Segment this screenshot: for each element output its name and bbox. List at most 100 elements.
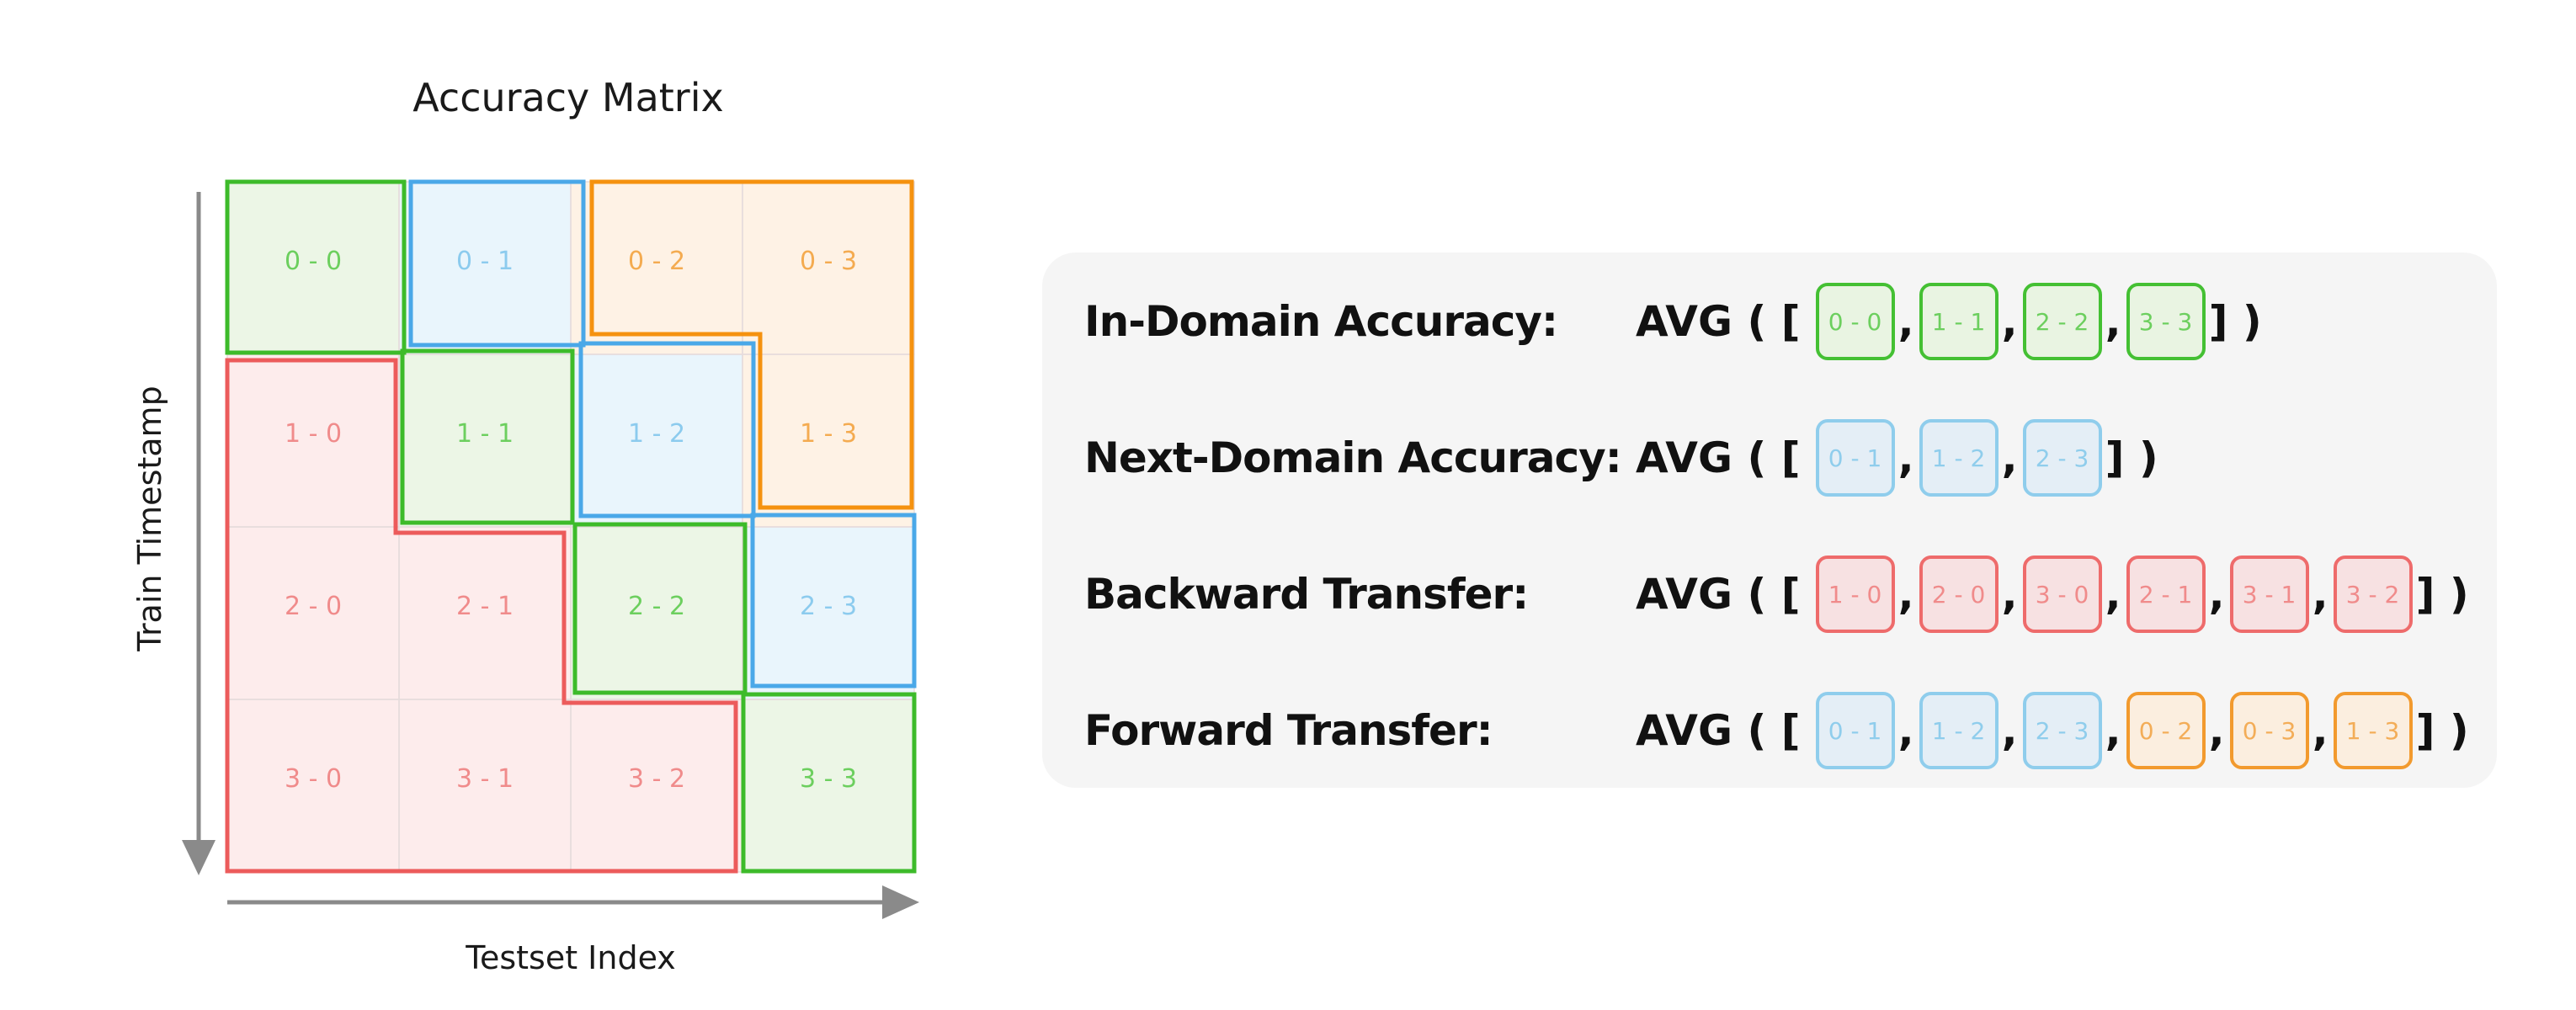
formula-cell-chip: 3 - 1 [2229,556,2309,633]
matrix-cell-label: 2 - 0 [285,592,342,621]
matrix-cell-label: 2 - 3 [800,592,857,621]
avg-close: ] ) [2415,706,2469,755]
matrix-cell-label: 0 - 3 [800,247,857,276]
next-domain-regions [408,179,917,688]
x-axis-arrow [227,885,919,919]
formula-cell-chip: 0 - 2 [2126,692,2206,769]
matrix-cell-label: 2 - 1 [456,592,514,621]
matrix-cell-1-3 [742,354,914,527]
matrix-cell-2-2 [571,527,742,699]
matrix-title: Accuracy Matrix [412,75,723,120]
formula-cell-chip: 0 - 1 [1815,692,1895,769]
formula-expression: AVG ( [0 - 0,1 - 1,2 - 2,3 - 3] ) [1636,283,2262,360]
matrix-cell-1-1 [399,354,571,527]
formula-cell-chip: 3 - 3 [2126,283,2206,360]
formula-cell-chip: 2 - 3 [2022,692,2102,769]
x-axis-label: Testset Index [465,939,676,976]
green-cell-2-2 [572,522,748,695]
matrix-cell-3-0 [227,699,399,872]
formula-cell-chip: 1 - 1 [1919,283,1999,360]
matrix-cell-label: 2 - 2 [628,592,685,621]
green-cell-1-1 [400,348,575,525]
matrix-cell-label: 3 - 1 [456,764,514,794]
formula-cell-chip: 3 - 0 [2022,556,2102,633]
matrix-cell-label: 1 - 3 [800,419,857,449]
matrix-cell-label: 1 - 2 [628,419,685,449]
avg-close: ] ) [2105,433,2158,482]
avg-open: AVG ( [ [1636,297,1801,346]
avg-open: AVG ( [ [1636,570,1801,619]
avg-close: ] ) [2415,570,2469,619]
green-cell-3-3 [741,692,917,874]
forward-transfer-region [589,179,914,510]
matrix-cell-3-2 [571,699,742,872]
formula-cell-chip: 3 - 2 [2333,556,2413,633]
y-axis-arrow [182,192,216,875]
in-domain-regions [225,179,917,874]
matrix-cell-3-1 [399,699,571,872]
comma-separator: , [2001,297,2018,346]
formula-cell-chip: 0 - 3 [2229,692,2309,769]
formula-cell-chip: 2 - 2 [2022,283,2102,360]
formula-cell-chip: 2 - 3 [2022,419,2102,497]
y-axis-label: Train Timestamp [131,385,168,651]
matrix-cell-label: 1 - 0 [285,419,342,449]
formula-label: Forward Transfer: [1084,706,1493,755]
matrix-cell-1-0 [227,354,399,527]
green-cell-0-0 [225,179,407,355]
matrix-cell-1-2 [571,354,742,527]
matrix-cell-0-2 [571,182,742,354]
matrix-cell-label: 0 - 1 [456,247,514,276]
formula-cell-chip: 0 - 0 [1815,283,1895,360]
comma-separator: , [2105,706,2121,755]
comma-separator: , [1897,706,1914,755]
matrix-cell-3-3 [742,699,914,872]
formula-label: Backward Transfer: [1084,570,1529,619]
metric-formulas-panel: In-Domain Accuracy:AVG ( [0 - 0,1 - 1,2 … [1042,252,2497,788]
matrix-cell-2-1 [399,527,571,699]
formula-label: Next-Domain Accuracy: [1084,433,1622,482]
formula-expression: AVG ( [0 - 1,1 - 2,2 - 3] ) [1636,419,2158,497]
formula-cell-chip: 0 - 1 [1815,419,1895,497]
matrix-cell-label: 3 - 0 [285,764,342,794]
comma-separator: , [2001,433,2018,482]
formula-cell-chip: 1 - 2 [1919,419,1999,497]
avg-open: AVG ( [ [1636,433,1801,482]
comma-separator: , [1897,570,1914,619]
formula-cell-chip: 2 - 1 [2126,556,2206,633]
avg-close: ] ) [2208,297,2262,346]
comma-separator: , [2208,570,2225,619]
matrix-cell-label: 3 - 3 [800,764,857,794]
comma-separator: , [2312,570,2329,619]
matrix-cell-2-3 [742,527,914,699]
comma-separator: , [1897,433,1914,482]
formula-expression: AVG ( [1 - 0,2 - 0,3 - 0,2 - 1,3 - 1,3 -… [1636,556,2469,633]
comma-separator: , [1897,297,1914,346]
matrix-cell-fills [227,182,914,872]
comma-separator: , [2105,570,2121,619]
matrix-cell-0-0 [227,182,399,354]
matrix-cell-0-3 [742,182,914,354]
matrix-cell-label: 1 - 1 [456,419,514,449]
avg-open: AVG ( [ [1636,706,1801,755]
formula-label: In-Domain Accuracy: [1084,297,1558,346]
comma-separator: , [2208,706,2225,755]
comma-separator: , [2001,570,2018,619]
blue-cell-2-3 [750,513,917,688]
matrix-cell-label: 3 - 2 [628,764,685,794]
matrix-cell-2-0 [227,527,399,699]
comma-separator: , [2105,297,2121,346]
formula-cell-chip: 2 - 0 [1919,556,1999,633]
formula-expression: AVG ( [0 - 1,1 - 2,2 - 3,0 - 2,0 - 3,1 -… [1636,692,2469,769]
matrix-cell-labels: 0 - 0 0 - 1 0 - 2 0 - 3 1 - 0 1 - 1 1 - 2 1 - 3… [285,247,857,794]
formula-cell-chip: 1 - 3 [2333,692,2413,769]
comma-separator: , [2312,706,2329,755]
comma-separator: , [2001,706,2018,755]
matrix-cell-label: 0 - 2 [628,247,685,276]
matrix-cell-0-1 [399,182,571,354]
formula-cell-chip: 1 - 0 [1815,556,1895,633]
formula-cell-chip: 1 - 2 [1919,692,1999,769]
blue-cell-1-2 [578,341,756,518]
matrix-cell-label: 0 - 0 [285,247,342,276]
